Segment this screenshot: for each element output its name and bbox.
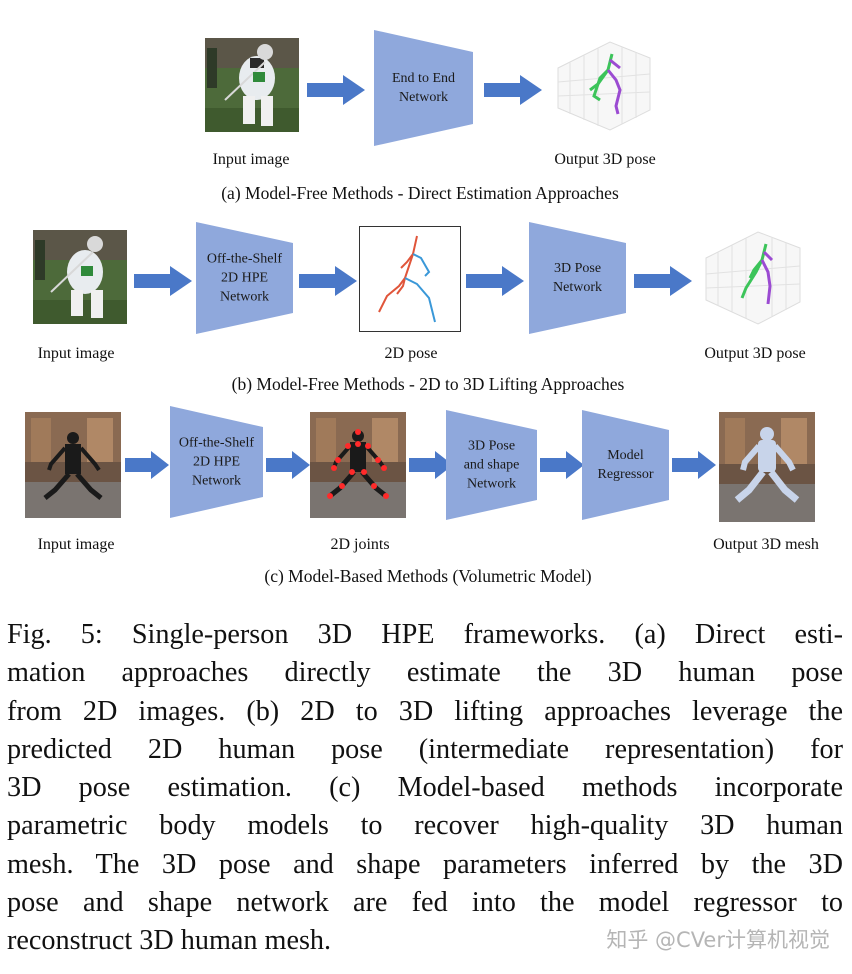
row-b-output-label: Output 3D pose — [704, 345, 806, 362]
row-b-network1-label: Off-the-Shelf 2D HPE Network — [206, 251, 283, 305]
row-c-output-3d-mesh — [719, 412, 815, 522]
caption-line: pose and shape network are fed into the … — [7, 887, 843, 919]
caption-line: mation approaches directly estimate the … — [7, 657, 843, 689]
row-c-network3-label: Model Regressor — [597, 448, 654, 482]
row-b-2d-hpe-network: Off-the-Shelf 2D HPE Network — [196, 222, 293, 334]
row-b-input-label: Input image — [37, 345, 115, 362]
row-a-arrow-2 — [484, 75, 544, 110]
row-c-input-label: Input image — [37, 536, 115, 553]
row-a-caption: (a) Model-Free Methods - Direct Estimati… — [221, 183, 619, 203]
row-c-3d-pose-shape-network: 3D Pose and shape Network — [446, 410, 537, 520]
row-a-input-label: Input image — [212, 151, 290, 168]
row-a-output-label: Output 3D pose — [554, 151, 656, 168]
row-c-arrow-5 — [672, 451, 718, 484]
row-b-network2-label: 3D Pose Network — [553, 261, 602, 295]
row-b-3d-pose-network: 3D Pose Network — [529, 222, 626, 334]
row-c-input-image — [25, 412, 121, 518]
row-c-model-regressor: Model Regressor — [582, 410, 669, 520]
row-c-arrow-4 — [540, 451, 586, 484]
row-c-arrow-2 — [266, 451, 312, 484]
row-b-2d-pose-image — [359, 226, 461, 337]
caption-line: reconstruct 3D human mesh. — [7, 925, 332, 957]
row-b-caption: (b) Model-Free Methods - 2D to 3D Liftin… — [231, 374, 625, 394]
watermark: 知乎 @CVer计算机视觉 — [606, 928, 830, 952]
row-c-output-label: Output 3D mesh — [713, 536, 819, 553]
row-b-arrow-4 — [634, 266, 694, 301]
row-a-output-3d-pose — [550, 38, 660, 139]
row-a-network-label: End to End Network — [392, 71, 455, 105]
row-b-arrow-2 — [299, 266, 359, 301]
row-c-joints-label: 2D joints — [330, 536, 390, 553]
row-c-arrow-3 — [409, 451, 455, 484]
caption-line: from 2D images. (b) 2D to 3D lifting app… — [7, 695, 843, 727]
row-c-network1-label: Off-the-Shelf 2D HPE Network — [178, 435, 255, 489]
caption-line: 3D pose estimation. (c) Model-based meth… — [7, 772, 843, 804]
row-a-end-to-end-network: End to End Network — [374, 30, 473, 146]
caption-line: mesh. The 3D pose and shape parameters i… — [7, 848, 843, 880]
row-b-2d-pose-label: 2D pose — [384, 345, 438, 362]
row-b-output-3d-pose — [698, 228, 808, 333]
row-c-network2-label: 3D Pose and shape Network — [463, 438, 520, 492]
figure-caption: Fig. 5: Single-person 3D HPE frameworks.… — [7, 616, 843, 961]
row-b-arrow-1 — [134, 266, 194, 301]
row-b-input-image — [33, 230, 127, 324]
row-a-input-image — [205, 38, 299, 132]
caption-line: parametric body models to recover high-q… — [7, 810, 843, 842]
caption-line: predicted 2D human pose (intermediate re… — [7, 733, 843, 765]
row-c-2d-hpe-network: Off-the-Shelf 2D HPE Network — [170, 406, 263, 518]
row-b-arrow-3 — [466, 266, 526, 301]
row-c-caption: (c) Model-Based Methods (Volumetric Mode… — [264, 566, 592, 586]
row-c-2d-joints-image — [310, 412, 406, 518]
row-a-arrow-1 — [307, 75, 367, 110]
caption-line: Fig. 5: Single-person 3D HPE frameworks.… — [7, 619, 843, 650]
row-c-arrow-1 — [125, 451, 171, 484]
